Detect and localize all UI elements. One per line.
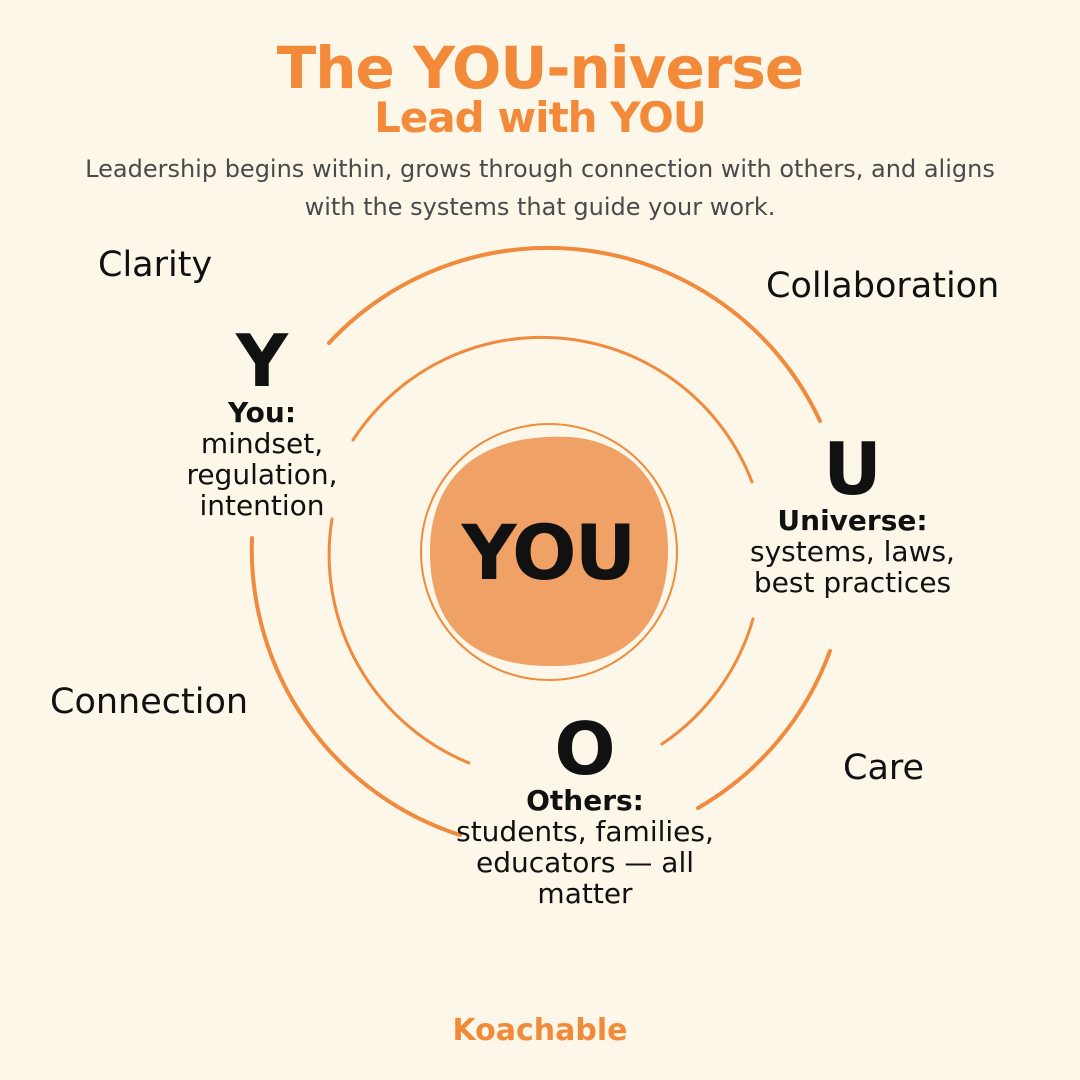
word-care: Care xyxy=(843,748,925,788)
section-text: students, families, educators — all matt… xyxy=(456,815,714,910)
middle-orbit-arc xyxy=(351,335,754,484)
letter-y: Y xyxy=(235,319,289,403)
letter-u: U xyxy=(823,427,882,511)
section-text: systems, laws, best practices xyxy=(750,535,955,599)
koachable-logo: Koachable xyxy=(452,1013,628,1048)
letter-o: O xyxy=(554,707,616,791)
center-ring xyxy=(420,423,678,681)
middle-orbit-arc xyxy=(660,617,755,746)
word-clarity: Clarity xyxy=(98,245,213,285)
section-others: O Others:students, families, educators —… xyxy=(455,713,715,909)
section-heading: Universe: xyxy=(777,504,928,537)
center-blob xyxy=(430,436,668,667)
word-collaboration: Collaboration xyxy=(766,266,1000,306)
section-text: mindset, regulation, intention xyxy=(186,427,338,522)
description: Leadership begins within, grows through … xyxy=(85,155,995,221)
section-heading: Others: xyxy=(526,784,644,817)
middle-orbit-arc xyxy=(327,517,471,765)
section-universe: U Universe:systems, laws, best practices xyxy=(730,433,975,598)
outer-orbit-arc xyxy=(327,245,822,423)
outer-orbit-arc xyxy=(696,649,832,810)
section-heading: You: xyxy=(227,396,297,429)
page-title: The YOU-niverse xyxy=(276,34,805,102)
word-connection: Connection xyxy=(50,682,249,722)
page-subtitle: Lead with YOU xyxy=(374,93,707,142)
section-you: Y You:mindset, regulation, intention xyxy=(162,325,362,521)
center-label: YOU xyxy=(461,508,637,597)
outer-orbit-arc xyxy=(249,536,462,837)
